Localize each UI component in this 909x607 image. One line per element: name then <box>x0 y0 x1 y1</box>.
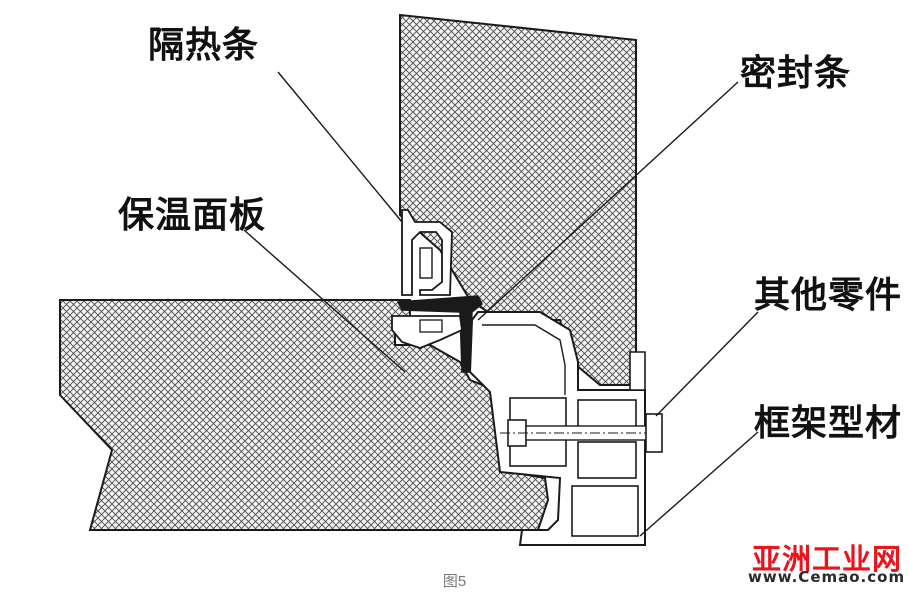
nut <box>645 413 663 453</box>
vertical-panel <box>399 13 637 386</box>
label-insulated-panel: 保温面板 <box>118 195 267 236</box>
leader-other-parts <box>655 311 759 417</box>
figure-caption: 图5 <box>442 573 467 590</box>
leader-insulated-panel <box>243 229 406 373</box>
label-insulation-strip: 隔热条 <box>148 25 260 66</box>
leader-frame-profile <box>639 431 759 537</box>
watermark-logo-text: 亚洲工业网 <box>752 542 903 576</box>
frame-profile-inner-curve <box>482 324 566 395</box>
insulation-strip-shape <box>401 209 453 296</box>
frame-flange-right <box>629 351 646 391</box>
insulation-strip-slot <box>419 247 433 279</box>
leader-insulation-strip <box>277 71 403 223</box>
watermark-url: www.Cemao.com <box>748 568 906 586</box>
lower-insulation-slot <box>419 319 443 333</box>
label-seal-strip: 密封条 <box>740 53 852 94</box>
frame-chamber-middle-left <box>577 441 637 479</box>
frame-chamber-bottom <box>571 485 639 537</box>
label-frame-profile: 框架型材 <box>754 403 903 444</box>
label-other-parts: 其他零件 <box>754 275 903 316</box>
leader-seal-strip <box>477 81 739 321</box>
